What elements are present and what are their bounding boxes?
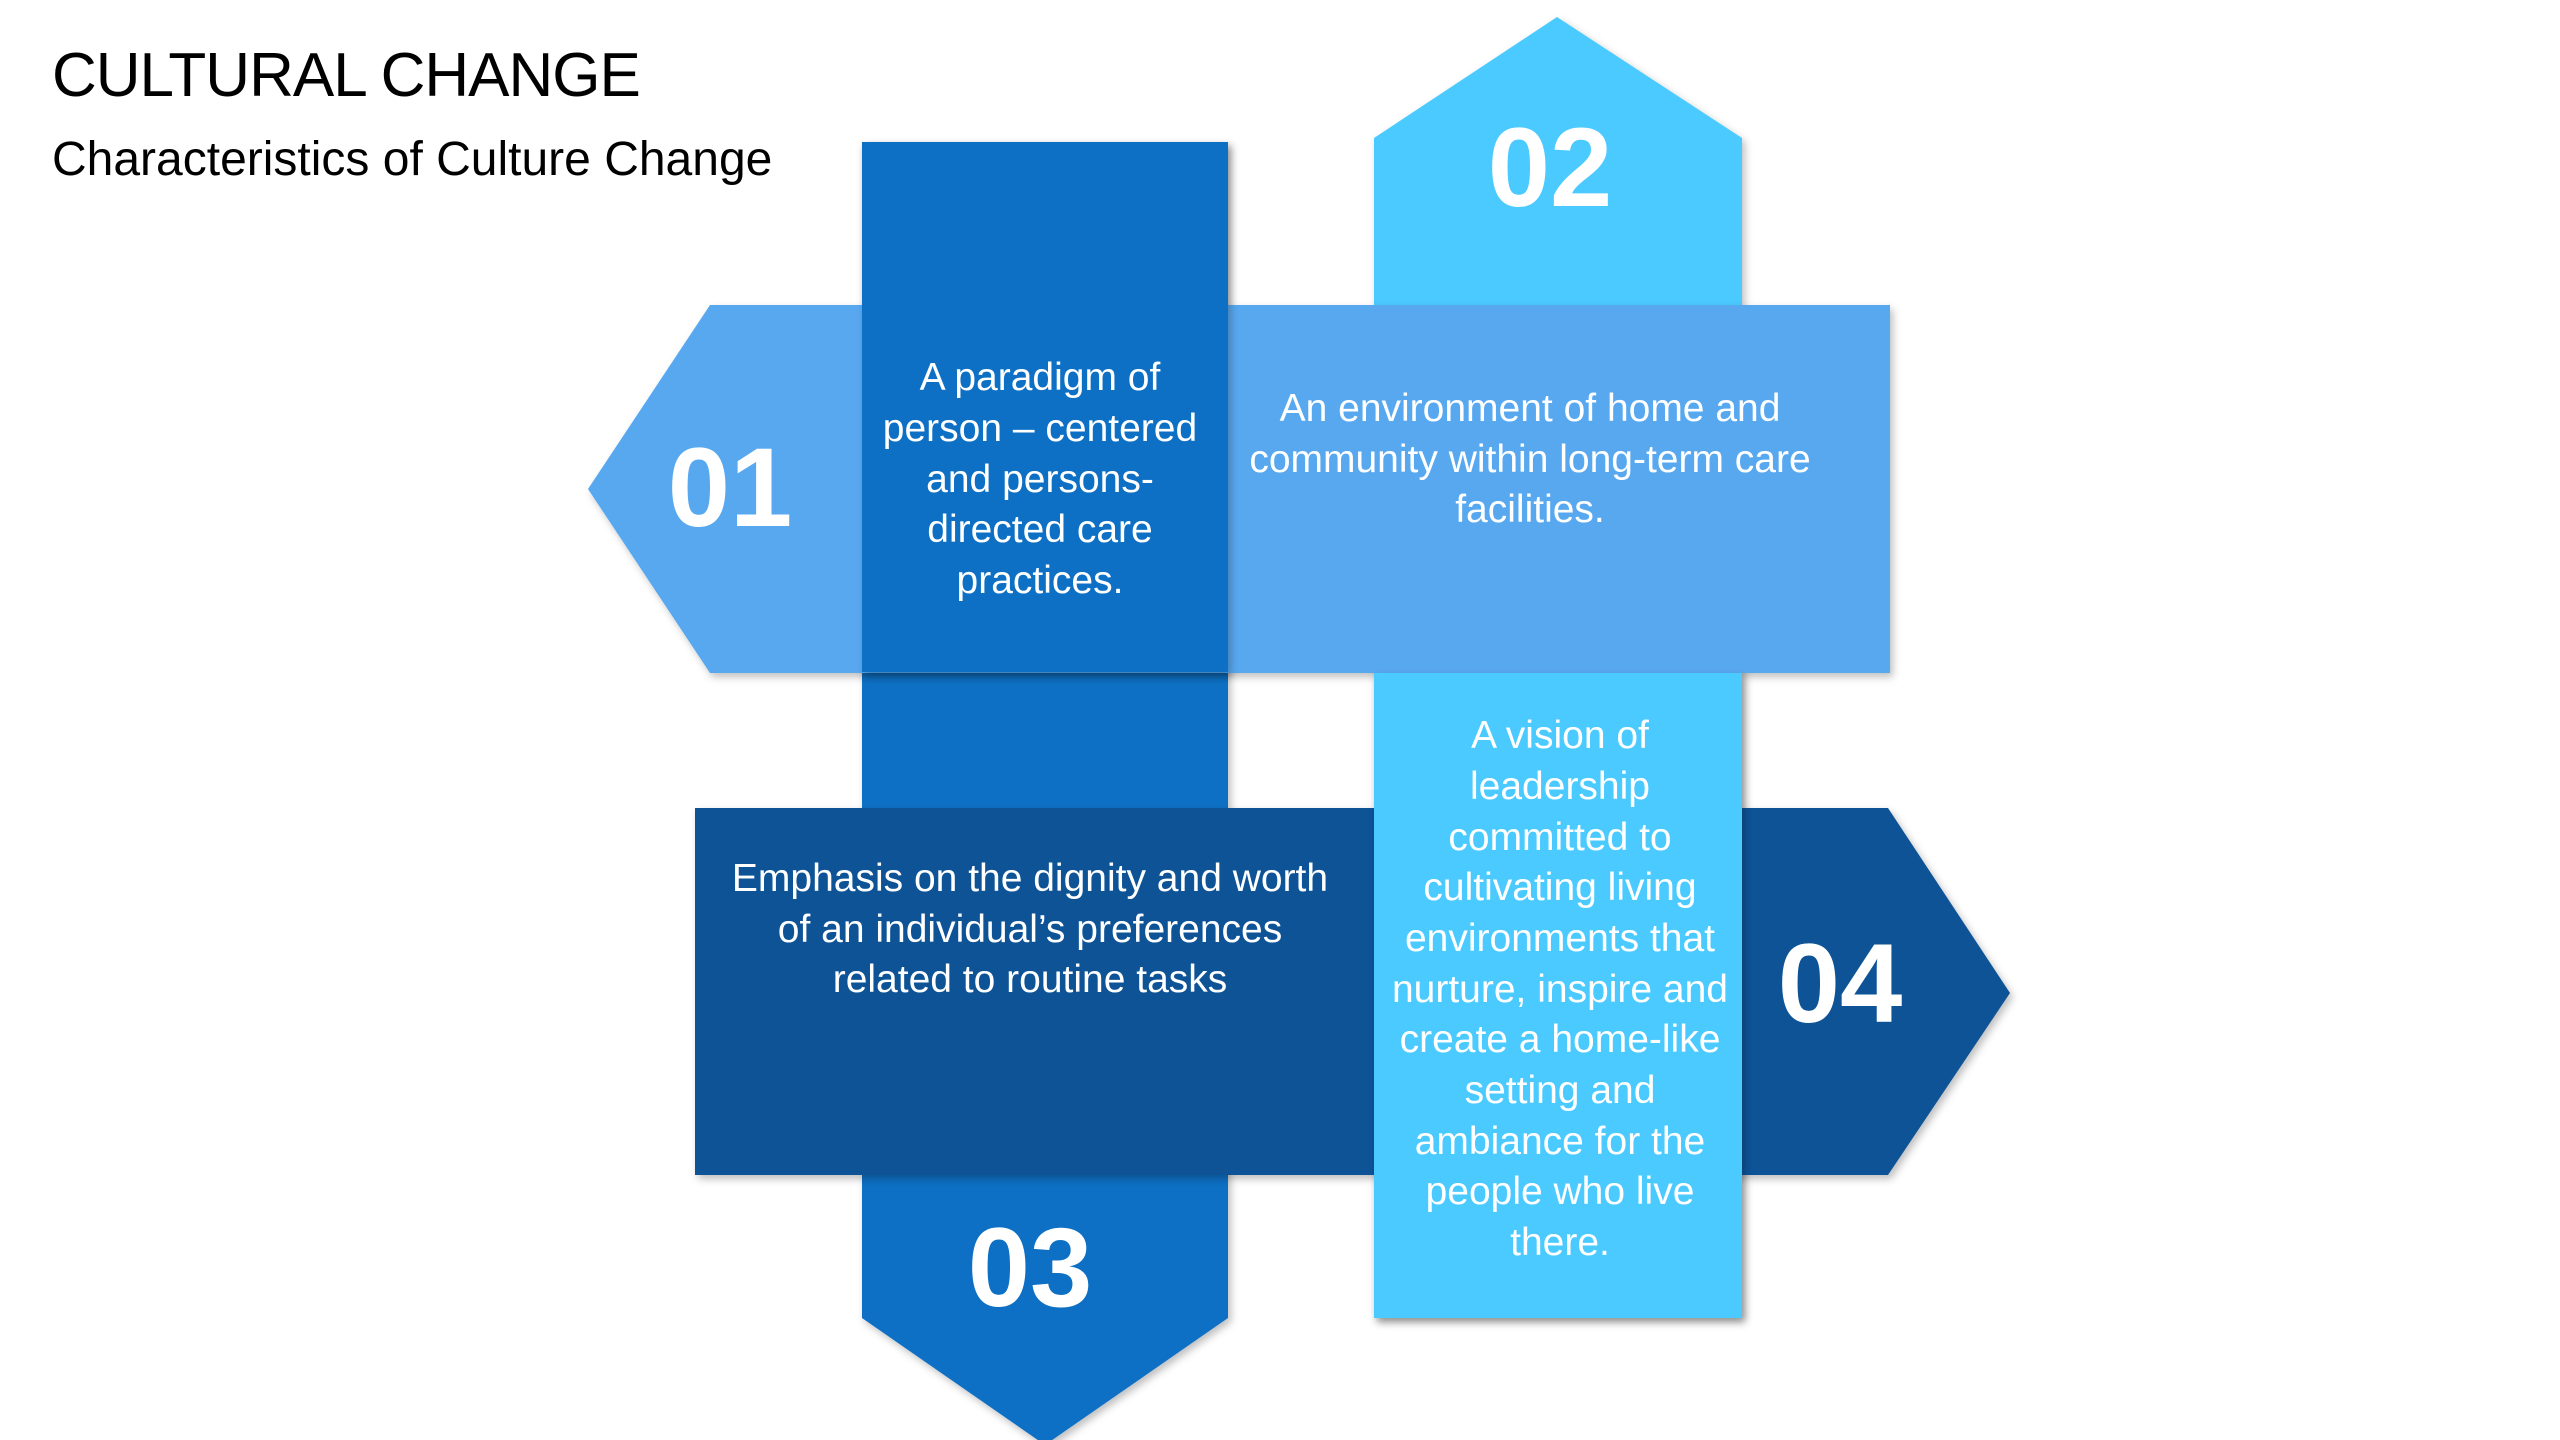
item-01-number: 01 (667, 425, 793, 550)
item-03-text: Emphasis on the dignity and worth of an … (731, 856, 1329, 1002)
shape-02-overlap (1374, 673, 1742, 1318)
item-04-text: A vision of leadership committed to cult… (1391, 714, 1729, 1265)
item-02-number: 02 (1487, 105, 1613, 230)
item-02-text: An environment of home and community wit… (1249, 386, 1811, 532)
item-01-text: A paradigm of person – centered and pers… (882, 356, 1198, 603)
page-subtitle: Characteristics of Culture Change (52, 133, 773, 186)
shape-03-overlap (862, 142, 1228, 672)
item-03-number: 03 (967, 1205, 1093, 1330)
page-title: CULTURAL CHANGE (52, 41, 641, 110)
item-04-number: 04 (1777, 921, 1903, 1046)
